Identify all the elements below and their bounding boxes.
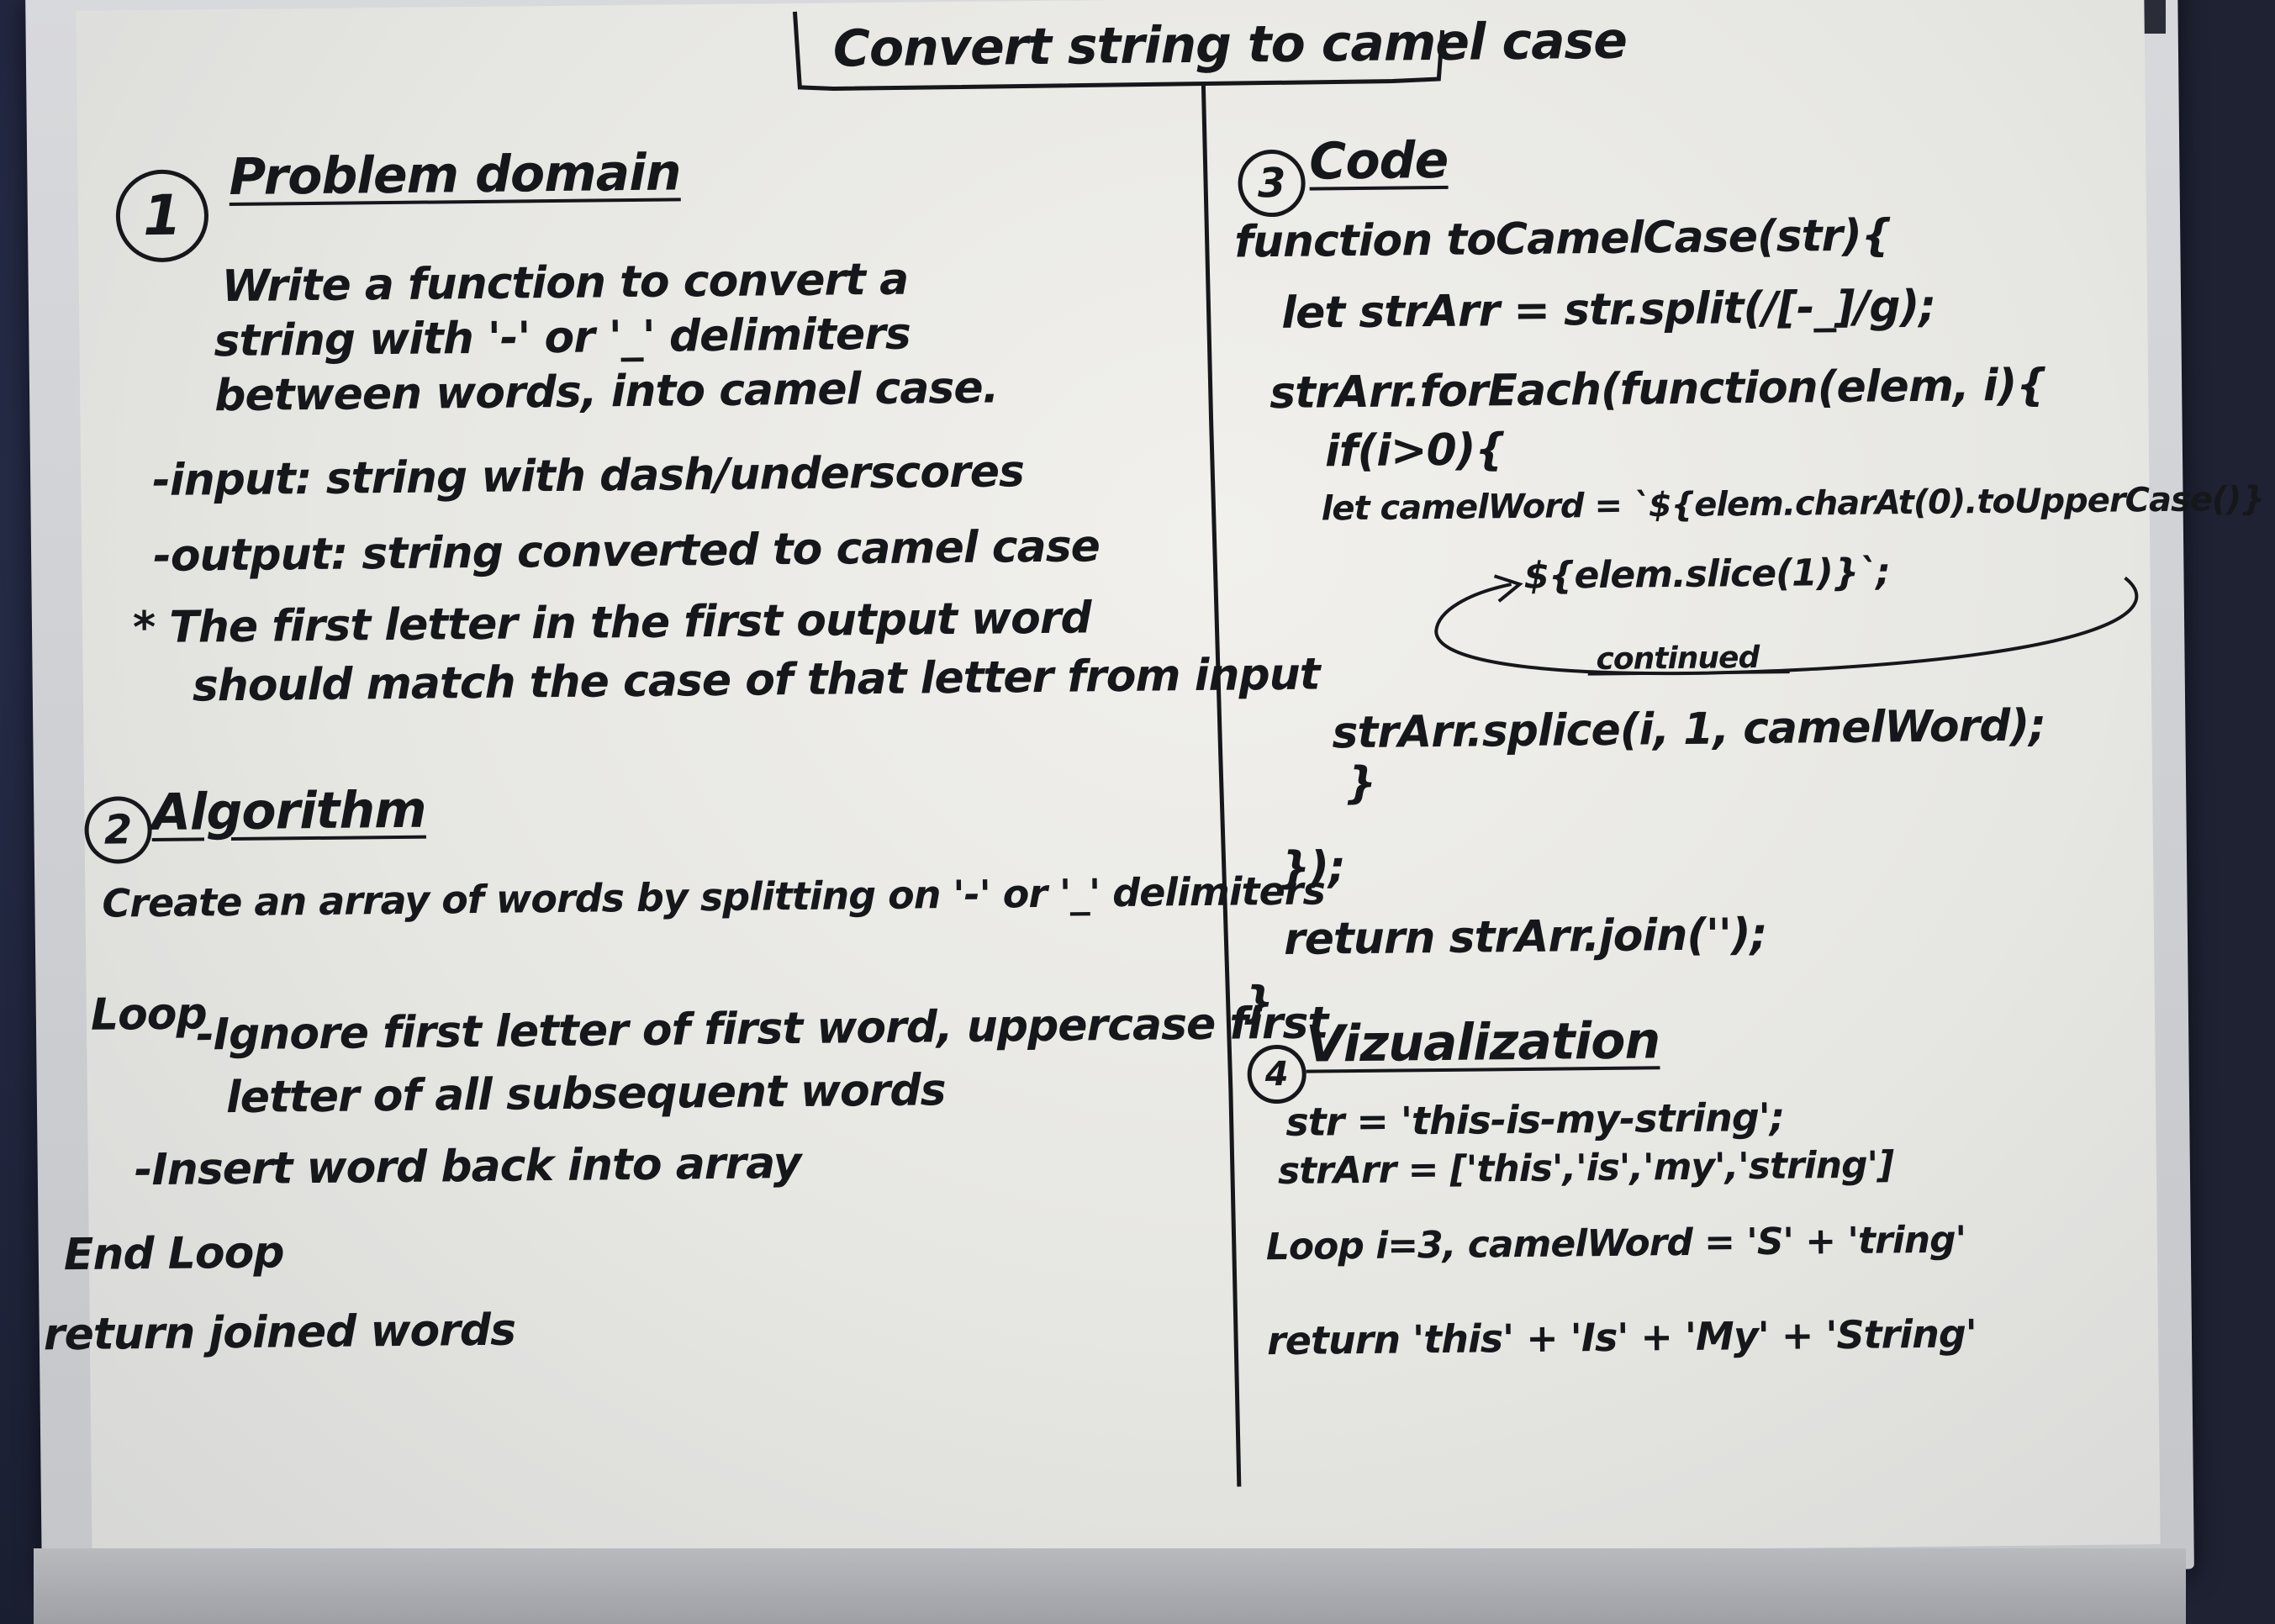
visualization-line-2: strArr = ['this','is','my','string']	[1277, 1143, 1894, 1194]
problem-line-3: between words, into camel case.	[214, 362, 999, 422]
algorithm-heading: Algorithm	[151, 780, 426, 843]
section-number-2: 2	[84, 796, 153, 864]
algorithm-line-5: -Insert word back into array	[134, 1137, 801, 1196]
algorithm-line-1: Create an array of words by splitting on…	[102, 867, 1326, 926]
problem-note-line-2: should match the case of that letter fro…	[192, 649, 1320, 712]
algorithm-line-4: letter of all subsequent words	[225, 1065, 946, 1124]
code-line-3: strArr.forEach(function(elem, i){	[1269, 360, 2047, 419]
code-line-1: function toCamelCase(str){	[1234, 210, 1892, 268]
whiteboard-surface: Convert string to camel case 1 Problem d…	[44, 0, 2264, 1566]
algorithm-line-3: -Ignore first letter of first word, uppe…	[195, 998, 1328, 1061]
center-divider-line	[1201, 82, 1242, 1487]
code-line-11: }	[1242, 978, 1274, 1029]
section-number-3: 3	[1238, 149, 1306, 218]
code-line-9: });	[1278, 842, 1346, 894]
problem-line-2: string with '-' or '_' delimiters	[214, 308, 911, 367]
code-line-2: let strArr = str.split(/[-_]/g);	[1280, 281, 1936, 339]
algorithm-end-loop: End Loop	[63, 1227, 284, 1281]
code-line-10: return strArr.join('');	[1283, 909, 1767, 965]
section-number-4: 4	[1247, 1044, 1307, 1105]
marker-tray	[34, 1548, 2186, 1624]
problem-domain-heading: Problem domain	[229, 143, 681, 208]
code-line-6: ${elem.slice(1)}`;	[1523, 551, 1891, 598]
code-line-8: }	[1344, 757, 1376, 809]
continued-arrowhead	[1493, 574, 1523, 603]
board-title: Convert string to camel case	[832, 11, 1628, 79]
continued-note: continued	[1596, 641, 1760, 678]
visualization-line-4: return 'this' + 'Is' + 'My' + 'String'	[1266, 1310, 1977, 1364]
visualization-line-1: str = 'this-is-my-string';	[1285, 1094, 1785, 1145]
code-heading: Code	[1308, 130, 1449, 192]
problem-output-line: -output: string converted to camel case	[152, 521, 1101, 583]
code-line-7: strArr.splice(i, 1, camelWord);	[1332, 700, 2046, 759]
visualization-heading: Vizualization	[1305, 1011, 1660, 1074]
code-line-5: let camelWord = `${elem.charAt(0).toUppe…	[1321, 479, 2265, 529]
algorithm-loop: Loop	[90, 989, 208, 1041]
visualization-line-3: Loop i=3, camelWord = 'S' + 'tring'	[1265, 1218, 1966, 1269]
algorithm-return: return joined words	[43, 1305, 516, 1361]
problem-line-1: Write a function to convert a	[221, 254, 909, 313]
problem-input-line: -input: string with dash/underscores	[151, 446, 1025, 507]
code-line-4: if(i>0){	[1324, 424, 1506, 477]
section-number-1: 1	[115, 169, 209, 263]
problem-note-line-1: * The first letter in the first output w…	[132, 593, 1091, 654]
